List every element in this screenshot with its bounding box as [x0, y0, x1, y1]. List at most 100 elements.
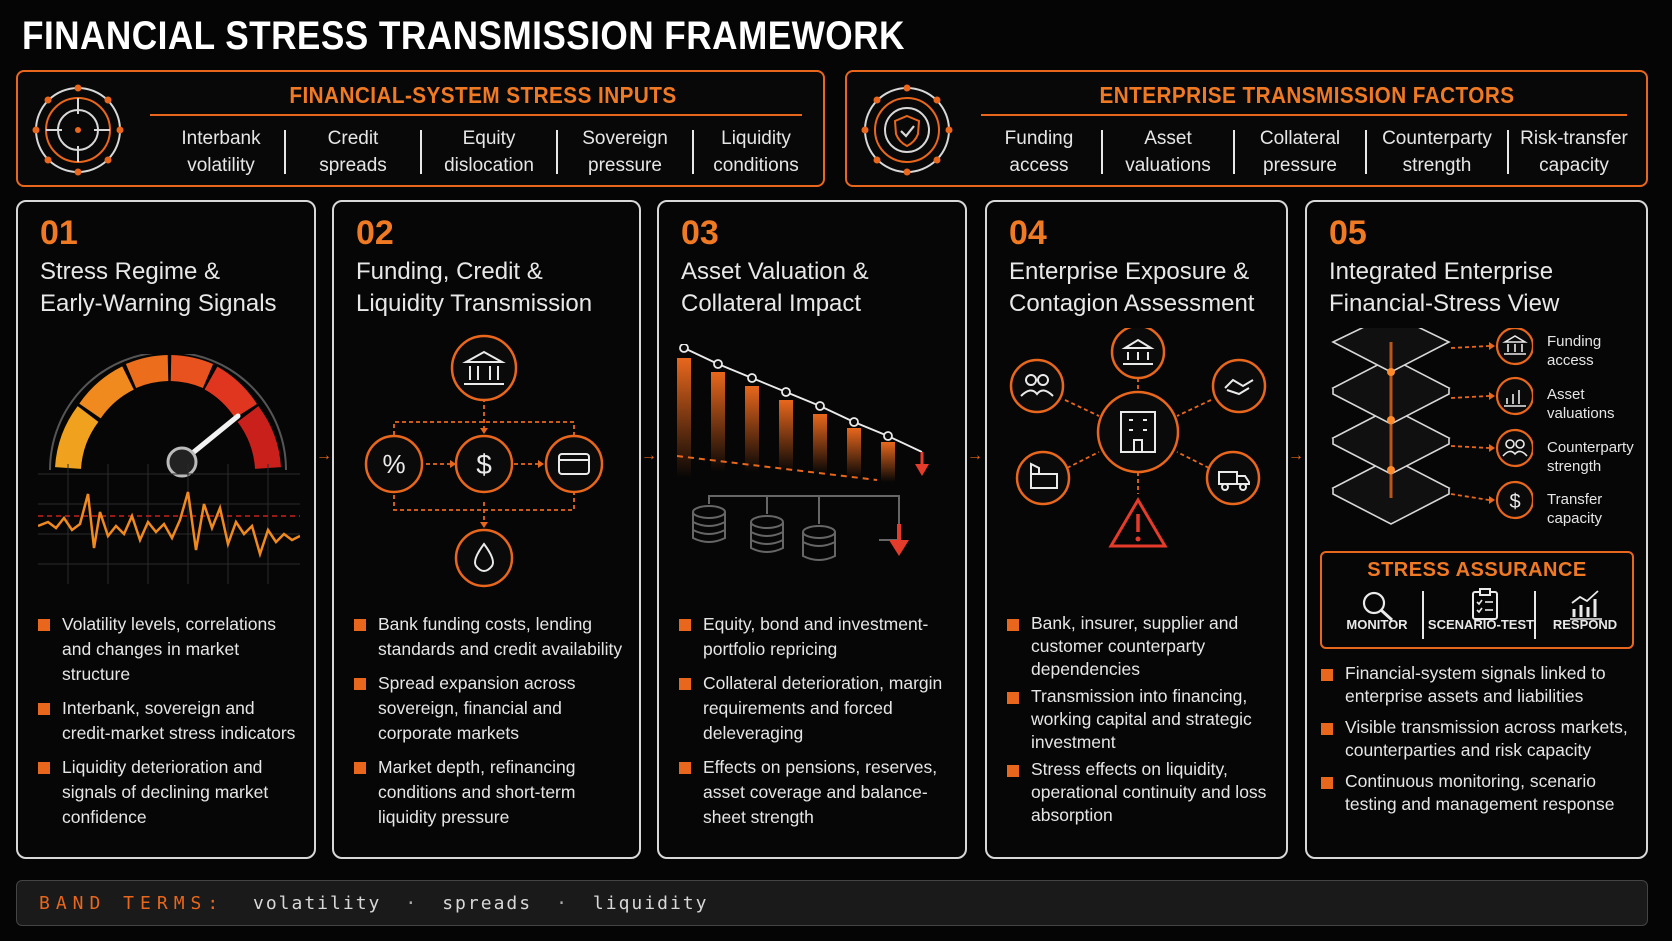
bullet-item: Bank funding costs, lending standards an… [354, 612, 633, 662]
clipboard-checklist-icon [1472, 588, 1498, 620]
divider [1534, 591, 1536, 639]
bullet-item: Effects on pensions, reserves, asset cov… [679, 755, 959, 830]
factor-item: Collateral pressure [1259, 128, 1341, 176]
separator-dot: · [556, 893, 569, 914]
divider [692, 130, 694, 174]
stage-number: 04 [1009, 214, 1047, 252]
flow-arrow-icon: → [967, 447, 983, 464]
separator-dot: · [405, 893, 419, 914]
growth-chart-icon [1570, 590, 1602, 620]
footer-term: volatility [253, 893, 382, 914]
stage-02-card: 02 Funding, Credit & Liquidity Transmiss… [332, 200, 641, 859]
factor-item: Counterparty strength [1382, 128, 1492, 176]
shield-emblem-icon [861, 84, 953, 176]
inputs-heading: FINANCIAL-SYSTEM STRESS INPUTS [289, 82, 677, 108]
stage-03-card: 03 Asset Valuation & Collateral Impact [657, 200, 967, 859]
stage-title: Enterprise Exposure & Contagion Assessme… [1009, 258, 1255, 317]
stage-bullets: Volatility levels, correlations and chan… [38, 612, 308, 839]
assurance-item: SCENARIO-TEST [1427, 617, 1535, 632]
divider [1233, 130, 1235, 174]
bullet-item: Volatility levels, correlations and chan… [38, 612, 308, 687]
stress-assurance-box: STRESS ASSURANCE MONITOR SCENARIO-TEST R… [1320, 551, 1634, 649]
assurance-item: RESPOND [1552, 617, 1618, 632]
factor-item: Asset valuations [1125, 128, 1211, 176]
divider [556, 130, 558, 174]
stage-title: Asset Valuation & Collateral Impact [681, 258, 869, 317]
page-title: FINANCIAL STRESS TRANSMISSION FRAMEWORK [22, 14, 905, 58]
input-item: Equity dislocation [444, 128, 534, 176]
stacked-layers-diagram: $ [1331, 328, 1533, 525]
magnifier-icon [1362, 591, 1394, 622]
stage-bullets: Bank funding costs, lending standards an… [354, 612, 633, 839]
stage-title: Funding, Credit & Liquidity Transmission [356, 258, 593, 317]
flow-arrow-icon: → [1288, 447, 1304, 464]
footer-term: liquidity [592, 893, 709, 914]
transmission-factors-panel: ENTERPRISE TRANSMISSION FACTORS Funding … [845, 70, 1648, 187]
stage-bullets: Bank, insurer, supplier and customer cou… [1007, 612, 1280, 831]
factors-rule [981, 114, 1627, 116]
input-item: Liquidity conditions [713, 128, 799, 176]
divider [1101, 130, 1103, 174]
bullet-item: Spread expansion across sovereign, finan… [354, 671, 633, 746]
flow-arrow-icon: → [641, 447, 657, 464]
stage-bullets: Equity, bond and investment-portfolio re… [679, 612, 959, 839]
contagion-network-diagram [1009, 328, 1267, 548]
stage-title: Integrated Enterprise Financial-Stress V… [1329, 258, 1560, 317]
assurance-item: MONITOR [1346, 617, 1408, 632]
layer-label: Funding access [1547, 333, 1602, 369]
stage-05-card: 05 Integrated Enterprise Financial-Stres… [1305, 200, 1648, 859]
target-emblem-icon [32, 84, 124, 176]
footer-label: BAND TERMS: [39, 893, 225, 914]
bullet-item: Stress effects on liquidity, operational… [1007, 758, 1280, 827]
volatility-signal-chart [38, 464, 300, 584]
layer-label: Asset valuations [1547, 386, 1615, 422]
bullet-item: Equity, bond and investment-portfolio re… [679, 612, 959, 662]
divider [284, 130, 286, 174]
gauge-icon [49, 354, 287, 478]
factors-list: Funding access Asset valuations Collater… [977, 124, 1645, 180]
bullet-item: Transmission into financing, working cap… [1007, 685, 1280, 754]
bank-icon [462, 350, 506, 385]
stage-number: 01 [40, 214, 78, 252]
svg-text:$: $ [476, 449, 492, 480]
input-item: Credit spreads [319, 128, 387, 176]
band-terms-footer: BAND TERMS: volatility · spreads · liquidity [16, 880, 1648, 926]
layer-label: Transfer capacity [1547, 491, 1603, 527]
bullet-item: Financial-system signals linked to enter… [1321, 662, 1640, 708]
assurance-title: STRESS ASSURANCE [1367, 559, 1587, 581]
input-item: Sovereign pressure [582, 128, 668, 176]
svg-text:%: % [382, 449, 405, 479]
funding-network-diagram: % $ [364, 334, 604, 588]
bullet-item: Liquidity deterioration and signals of d… [38, 755, 308, 830]
input-item: Interbank volatility [181, 128, 261, 176]
stage-bullets: Financial-system signals linked to enter… [1321, 662, 1640, 824]
bullet-item: Market depth, refinancing conditions and… [354, 755, 633, 830]
footer-term: spreads [442, 893, 533, 914]
svg-text:$: $ [1509, 491, 1520, 513]
divider [1507, 130, 1509, 174]
divider [1422, 591, 1424, 639]
valuation-decline-chart [677, 344, 929, 561]
flow-arrow-icon: → [316, 447, 332, 464]
inputs-rule [150, 114, 802, 116]
factor-item: Risk-transfer capacity [1520, 128, 1628, 176]
bullet-item: Interbank, sovereign and credit-market s… [38, 696, 308, 746]
inputs-list: Interbank volatility Credit spreads Equi… [158, 124, 818, 180]
bullet-item: Continuous monitoring, scenario testing … [1321, 770, 1640, 816]
stage-01-card: 01 Stress Regime & Early-Warning Signals… [16, 200, 316, 859]
layer-label: Counterparty strength [1547, 439, 1634, 475]
bullet-item: Bank, insurer, supplier and customer cou… [1007, 612, 1280, 681]
stage-number: 05 [1329, 214, 1367, 252]
factor-item: Funding access [1004, 128, 1074, 176]
stage-04-card: 04 Enterprise Exposure & Contagion Asses… [985, 200, 1288, 859]
bullet-item: Collateral deterioration, margin require… [679, 671, 959, 746]
factors-heading: ENTERPRISE TRANSMISSION FACTORS [1099, 82, 1515, 108]
divider [420, 130, 422, 174]
footer-terms: volatility · spreads · liquidity [253, 893, 708, 914]
stage-number: 02 [356, 214, 394, 252]
stage-number: 03 [681, 214, 719, 252]
stress-inputs-panel: FINANCIAL-SYSTEM STRESS INPUTS Interbank… [16, 70, 825, 187]
stage-title: Stress Regime & Early-Warning Signals [40, 258, 277, 317]
bullet-item: Visible transmission across markets, cou… [1321, 716, 1640, 762]
divider [1365, 130, 1367, 174]
